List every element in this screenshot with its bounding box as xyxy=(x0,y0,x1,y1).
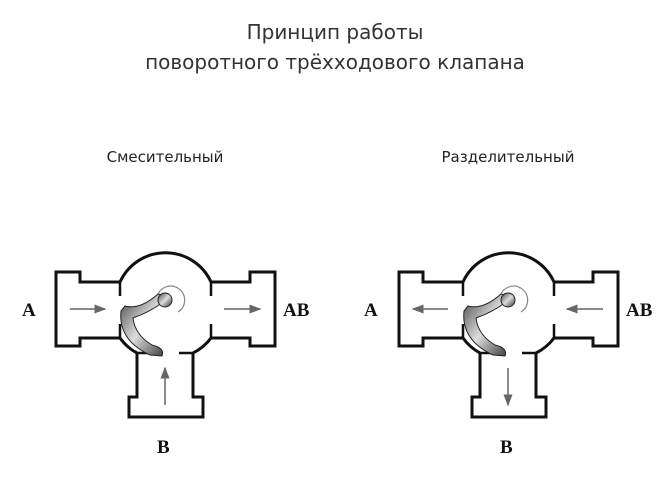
mixing-port-b: B xyxy=(157,437,170,458)
mixing-label: Смесительный xyxy=(106,148,224,166)
title-line-1: Принцип работы xyxy=(246,20,424,44)
diverting-port-a: A xyxy=(364,300,378,321)
diverting-port-b: B xyxy=(500,437,513,458)
mixing-port-a: A xyxy=(22,300,36,321)
mixing-valve xyxy=(54,251,277,419)
diverting-label: Разделительный xyxy=(441,148,575,166)
diverting-valve xyxy=(397,251,620,419)
mixing-port-ab: AB xyxy=(283,300,310,321)
title-line-2: поворотного трёхходового клапана xyxy=(145,50,525,74)
diverting-port-ab: AB xyxy=(626,300,653,321)
